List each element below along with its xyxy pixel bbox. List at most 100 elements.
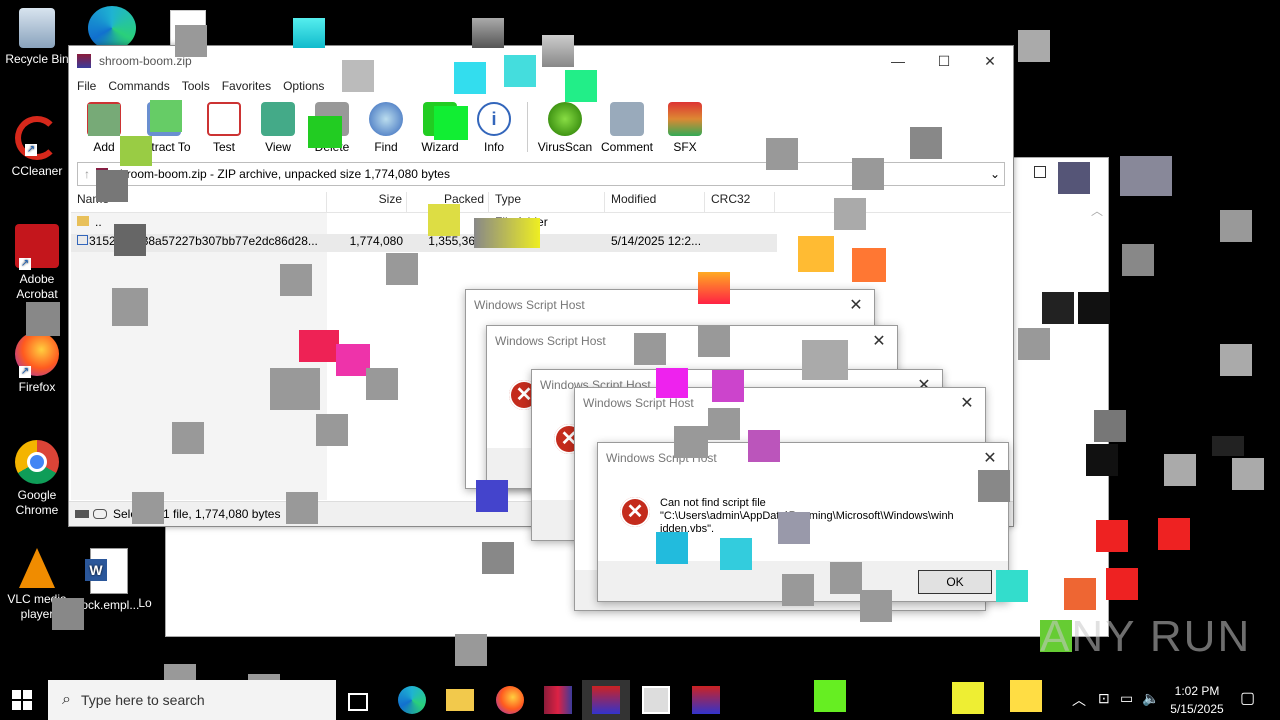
cell-modified: 5/14/2025 12:2... [611,234,702,248]
folder-icon [71,215,89,233]
up-arrow-icon[interactable]: ↑ [84,167,90,181]
menu-favorites[interactable]: Favorites [221,79,272,93]
glitch-block [1220,210,1252,242]
test-button[interactable]: Test [197,102,251,158]
maximize-icon[interactable]: ☐ [937,52,951,69]
chevron-up-icon[interactable]: ︿ [1072,692,1086,708]
column-size[interactable]: Size [327,192,407,212]
chevron-down-icon[interactable]: ⌄ [989,167,1000,181]
glitch-block [1212,436,1244,456]
minimize-icon[interactable]: — [891,52,905,69]
edge-taskbar-icon[interactable] [398,686,426,714]
network-icon[interactable]: ⊡ [1098,690,1110,706]
scroll-up-icon[interactable]: ︿ [1091,204,1104,218]
column-modified[interactable]: Modified [605,192,705,212]
winrar-taskbar-icon[interactable] [544,686,572,714]
chrome-icon [15,440,59,484]
key-icon [93,509,107,519]
cell-name: 3152...c2f38a57227b307bb77e2dc86d28... [89,234,318,248]
desktop-icon-word-doc[interactable]: W lock.empl... [74,548,144,613]
file-explorer-icon[interactable] [446,689,474,711]
firefox-taskbar-icon[interactable] [496,686,524,714]
dialog-title: Windows Script Host [474,298,585,312]
start-button[interactable] [12,690,32,710]
glitch-block [802,340,848,380]
column-packed[interactable]: Packed [407,192,489,212]
desktop-icon-adobe-acrobat[interactable]: ↗ Adobe Acrobat [2,224,72,302]
notification-icon[interactable]: ▢ [1240,690,1256,707]
glitch-block [26,302,60,336]
glitch-block [656,532,688,564]
close-icon[interactable]: ✕ [984,52,996,69]
taskbar: ⌕ Type here to search ︿ ⊡ ▭ 🔈 1:02 PM 5/… [0,680,1280,720]
glitch-block [472,18,504,48]
glitch-taskbar-block [1010,680,1042,712]
volume-icon[interactable]: 🔈 [1142,690,1160,706]
script-host-taskbar-icon-2[interactable] [692,686,720,714]
ok-button[interactable]: OK [918,570,992,594]
desktop-icon-firefox[interactable]: ↗ Firefox [2,332,72,395]
glitch-block [798,236,834,272]
virusscan-button[interactable]: VirusScan [534,102,596,158]
glitch-block [1064,578,1096,610]
sfx-button[interactable]: SFX [658,102,712,158]
cell-size [327,215,407,233]
desktop-icon-chrome[interactable]: Google Chrome [2,440,72,518]
close-icon[interactable]: ✕ [872,333,886,350]
menu-commands[interactable]: Commands [108,79,170,93]
sfx-label: SFX [673,140,697,154]
cell-packed: 1,355,36... [428,234,485,248]
glitch-block [1122,244,1154,276]
app-window-taskbar-icon[interactable] [642,686,670,714]
menu-bar: File Commands Tools Favorites Options [69,76,1013,96]
desktop-icon-partial[interactable]: Lo [130,596,160,611]
glitch-block [474,218,540,248]
error-icon: ✕ [620,497,650,527]
glitch-block [150,100,182,132]
find-icon [369,102,403,136]
file-icon [71,234,89,252]
ethernet-icon[interactable]: ▭ [1120,690,1134,706]
glitch-block [1040,620,1072,652]
clock-time[interactable]: 1:02 PM [1174,684,1220,698]
close-icon[interactable]: ✕ [960,395,974,412]
winrar-app-icon [77,54,91,68]
column-crc32[interactable]: CRC32 [705,192,775,212]
search-box[interactable]: ⌕ Type here to search [48,680,336,720]
comment-button[interactable]: Comment [596,102,658,158]
clock-date[interactable]: 5/15/2025 [1170,702,1224,716]
desktop-icon-recycle-bin[interactable]: Recycle Bin [2,8,72,67]
glitch-block [366,368,398,400]
edge-icon[interactable] [88,6,136,50]
address-bar[interactable]: ↑ shroom-boom.zip - ZIP archive, unpacke… [77,162,1005,186]
close-icon[interactable]: ✕ [983,450,997,467]
menu-tools[interactable]: Tools [181,79,210,93]
menu-options[interactable]: Options [283,79,325,93]
table-row[interactable]: .. File folder [71,215,1011,233]
comment-label: Comment [600,140,653,154]
table-row[interactable]: 3152...c2f38a57227b307bb77e2dc86d28... 1… [71,234,777,252]
task-view-icon[interactable] [348,693,368,711]
view-button[interactable]: View [251,102,305,158]
close-icon[interactable]: ✕ [849,297,863,314]
cell-size: 1,774,080 [349,234,403,248]
glitch-block [1220,344,1252,376]
find-label: Find [374,140,398,154]
glitch-block [674,426,708,458]
menu-file[interactable]: File [77,79,97,93]
glitch-block [1106,568,1138,600]
test-icon [207,102,241,136]
view-label: View [265,140,291,154]
glitch-block [482,542,514,574]
glitch-block [852,248,886,282]
glitch-block [1164,454,1196,486]
winrar-titlebar[interactable]: shroom-boom.zip — ☐ ✕ [69,46,1013,76]
find-button[interactable]: Find [359,102,413,158]
desktop-icon-ccleaner[interactable]: ↗ CCleaner [2,116,72,179]
glitch-block [114,224,146,256]
maximize-icon[interactable] [1034,166,1046,178]
script-host-taskbar-icon[interactable] [592,686,620,714]
column-type[interactable]: Type [489,192,605,212]
glitch-block [834,198,866,230]
